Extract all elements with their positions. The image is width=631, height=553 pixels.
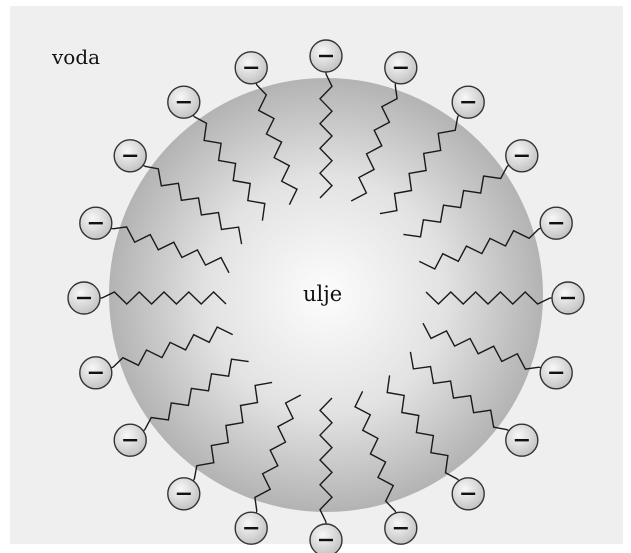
hydrophobic-tail: [403, 165, 508, 238]
hydrophobic-tail: [193, 381, 273, 480]
water-label: voda: [52, 45, 101, 69]
hydrophobic-tail: [256, 84, 298, 206]
hydrophobic-tail: [254, 394, 302, 512]
hydrophobic-tail: [386, 375, 459, 480]
hydrophobic-tail: [319, 397, 333, 523]
hydrophobic-tail: [425, 291, 551, 305]
hydrophobic-tail: [144, 165, 243, 245]
hydrophobic-tail: [112, 326, 234, 368]
hydrophobic-tail: [350, 84, 398, 202]
hydrophilic-head: [309, 523, 343, 553]
hydrophobic-tail: [112, 226, 230, 274]
hydrophobic-tail: [101, 291, 227, 305]
hydrophobic-tail: [193, 116, 266, 221]
hydrophobic-tail: [379, 116, 459, 215]
hydrophobic-tail: [422, 322, 540, 370]
hydrophobic-tail: [144, 358, 249, 431]
hydrophobic-tail: [418, 228, 540, 270]
oil-label: ulje: [303, 282, 343, 306]
hydrophobic-tail: [409, 351, 508, 431]
oil-droplet: [109, 78, 543, 512]
surfactant-molecules: [67, 39, 585, 553]
hydrophobic-tail: [319, 73, 333, 199]
hydrophobic-tail: [354, 390, 396, 512]
